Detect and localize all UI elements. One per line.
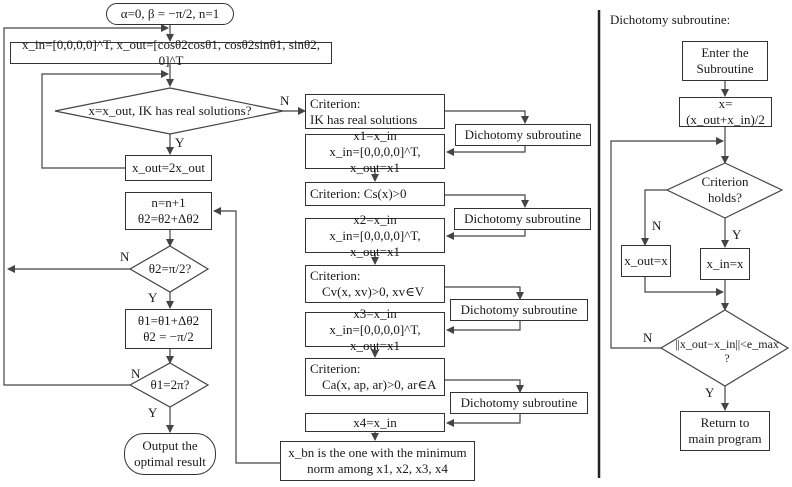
criterion-4-line1: Criterion: [310, 361, 361, 376]
decision-theta1-text: θ1=2π? [150, 377, 190, 392]
enter-line1: Enter the [701, 45, 749, 60]
update-theta1-line1: θ1=θ1+Δθ2 [137, 313, 200, 328]
criterion-2-box: Criterion: Cs(x)>0 [305, 182, 445, 206]
decision-error: ||x_out−x_in||<e_max ? [672, 336, 782, 366]
label-theta2-no: N [120, 249, 130, 264]
label-ik-no: N [280, 93, 290, 108]
increment-n-line2: θ2=θ2+Δθ2 [137, 211, 200, 226]
dichotomy-3-box: Dichotomy subroutine [450, 299, 588, 321]
dichotomy-1-text: Dichotomy subroutine [464, 127, 582, 142]
assign-2-line1: x2=x_in [353, 211, 397, 227]
double-out-box: x_out=2x_out [125, 155, 212, 181]
criterion-1-line2: IK has real solutions [310, 111, 418, 127]
label-criterion-yes: Y [732, 227, 742, 242]
update-theta1-box: θ1=θ1+Δθ2 θ2 = −π/2 [125, 309, 212, 349]
end-line2: optimal result [134, 454, 206, 469]
criterion-1-box: Criterion: IK has real solutions [305, 94, 445, 129]
dichotomy-1-box: Dichotomy subroutine [455, 124, 591, 146]
loop-double-out [41, 70, 169, 169]
result-box: x_bn is the one with the minimum norm am… [280, 441, 475, 481]
assign-4-text: x4=x_in [353, 414, 397, 430]
start-text: α=0, β = −π/2, n=1 [120, 6, 220, 21]
set-in-box: x_in=x [700, 248, 750, 280]
assign-2-line2: x_in=[0,0,0,0]^T, x_out=x1 [329, 227, 421, 259]
subroutine-title: Dichotomy subroutine: [610, 12, 731, 27]
label-ik-yes: Y [175, 135, 185, 150]
dichotomy-2-text: Dichotomy subroutine [464, 211, 581, 226]
label-error-yes: Y [705, 385, 715, 400]
return-line2: main program [688, 431, 762, 446]
criterion-4-line2: Ca(x, ap, ar)>0, ar∈A [322, 377, 437, 392]
loop-theta1-no [3, 24, 169, 386]
assign-1-box: x1=x_in x_in=[0,0,0,0]^T, x_out=x1 [305, 128, 445, 175]
criterion-3-line2: Cv(x, xv)>0, xv∈V [322, 284, 425, 299]
init-box: x_in=[0,0,0,0]^T, x_out=[cosθ2cosθ1, cos… [10, 37, 332, 68]
increment-n-line1: n=n+1 [151, 195, 186, 210]
end-line1: Output the [142, 438, 198, 453]
decision-ik: x=x_out, IK has real solutions? [70, 102, 270, 120]
assign-3-box: x3=x_in x_in=[0,0,0,0]^T, x_out=x1 [305, 306, 445, 353]
end-node: Output the optimal result [124, 433, 216, 475]
assign-3-line1: x3=x_in [353, 305, 397, 321]
midpoint-text: x=(x_out+x_in)/2 [686, 96, 765, 127]
result-line1: x_bn is the one with the minimum [288, 445, 467, 460]
label-theta2-yes: Y [148, 290, 158, 305]
assign-3-line2: x_in=[0,0,0,0]^T, x_out=x1 [329, 321, 421, 353]
dichotomy-4-text: Dichotomy subroutine [460, 395, 578, 410]
label-theta1-yes: Y [148, 405, 158, 420]
midpoint-box: x=(x_out+x_in)/2 [679, 96, 772, 127]
set-out-text: x_out=x [624, 253, 668, 268]
decision-criterion: Criterion holds? [690, 172, 760, 208]
criterion-1-line1: Criterion: [310, 95, 361, 111]
label-theta1-no: N [131, 366, 141, 381]
return-line1: Return to [700, 415, 750, 430]
criterion-3-line1: Criterion: [310, 268, 361, 283]
result-line2: norm among x1, x2, x3, x4 [307, 461, 448, 476]
dichotomy-2-box: Dichotomy subroutine [454, 208, 591, 230]
assign-1-line1: x1=x_in [353, 127, 397, 143]
set-out-box: x_out=x [621, 245, 671, 277]
criterion-4-box: Criterion: Ca(x, ap, ar)>0, ar∈A [305, 358, 445, 396]
dichotomy-3-text: Dichotomy subroutine [460, 302, 578, 317]
decision-theta1: θ1=2π? [135, 377, 205, 393]
set-in-text: x_in=x [706, 256, 744, 271]
decision-theta2: θ2=π/2? [135, 261, 205, 277]
enter-subroutine-box: Enter the Subroutine [682, 41, 768, 81]
assign-1-line2: x_in=[0,0,0,0]^T, x_out=x1 [329, 143, 421, 175]
double-out-text: x_out=2x_out [131, 160, 206, 175]
decision-criterion-line2: holds? [708, 190, 742, 205]
assign-2-box: x2=x_in x_in=[0,0,0,0]^T, x_out=x1 [305, 212, 445, 259]
update-theta1-line2: θ2 = −π/2 [143, 329, 194, 344]
return-box: Return to main program [680, 411, 770, 451]
decision-ik-text: x=x_out, IK has real solutions? [88, 103, 252, 118]
label-error-no: N [643, 330, 653, 345]
decision-criterion-line1: Criterion [701, 174, 749, 189]
init-text: x_in=[0,0,0,0]^T, x_out=[cosθ2cosθ1, cos… [22, 37, 320, 68]
decision-theta2-text: θ2=π/2? [148, 261, 192, 276]
criterion-2-text: Criterion: Cs(x)>0 [310, 186, 407, 201]
enter-line2: Subroutine [696, 61, 754, 76]
start-node: α=0, β = −π/2, n=1 [106, 3, 234, 25]
label-criterion-no: N [652, 218, 662, 233]
dichotomy-4-box: Dichotomy subroutine [450, 392, 588, 414]
criterion-3-box: Criterion: Cv(x, xv)>0, xv∈V [305, 265, 445, 303]
decision-error-line1: ||x_out−x_in||<e_max [675, 337, 779, 351]
assign-4-box: x4=x_in [305, 413, 445, 432]
decision-error-line2: ? [724, 351, 730, 365]
loop-result-to-n [213, 207, 280, 464]
increment-n-box: n=n+1 θ2=θ2+Δθ2 [125, 192, 212, 230]
